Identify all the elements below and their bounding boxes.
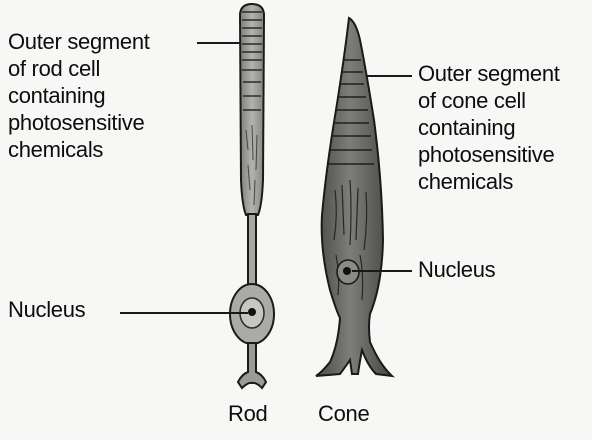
rod-nucleus-label: Nucleus xyxy=(8,296,85,323)
cone-outer-segment-label: Outer segment of cone cell containing ph… xyxy=(418,60,560,195)
rod-nucleus xyxy=(248,308,256,316)
cone-caption: Cone xyxy=(318,400,369,427)
cone-nucleus xyxy=(343,267,351,275)
rod-outer-segment-label: Outer segment of rod cell containing pho… xyxy=(8,28,150,163)
rod-synaptic-terminal xyxy=(238,343,266,388)
rod-cell xyxy=(230,4,274,388)
rod-stalk xyxy=(248,214,256,285)
rod-caption: Rod xyxy=(228,400,267,427)
cone-nucleus-label: Nucleus xyxy=(418,256,495,283)
cone-cell xyxy=(316,18,392,376)
